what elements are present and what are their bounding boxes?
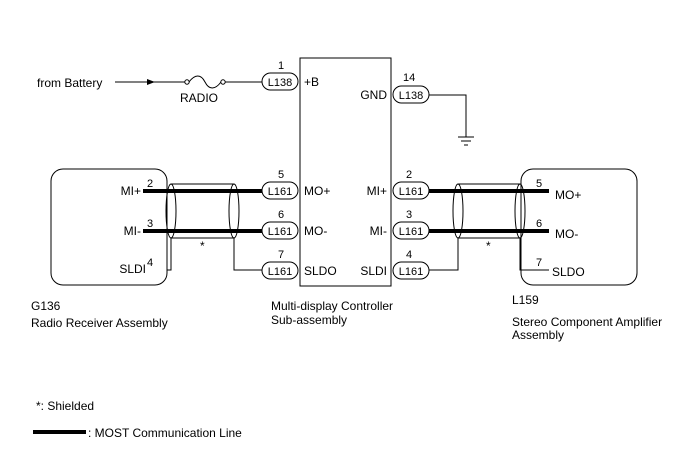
svg-text:6: 6 — [278, 209, 284, 221]
amp-name-line2: Assembly — [512, 328, 564, 342]
ground-icon — [429, 94, 474, 146]
controller-pin-5: 5 L161 MO+ — [261, 169, 330, 200]
controller-pin-1: 1 L138 +B — [261, 60, 319, 91]
amp-pin-num-5: 5 — [536, 178, 542, 190]
connector-label: L138 — [399, 90, 423, 102]
connector-label: L161 — [268, 226, 292, 238]
svg-text:3: 3 — [406, 209, 412, 221]
left-shield-mark: * — [200, 239, 205, 253]
legend-shielded: *: Shielded — [36, 399, 94, 413]
amp-pin-signal-mo-plus: MO+ — [555, 188, 581, 202]
radio-code: G136 — [31, 299, 61, 313]
amp-pin-signal-sldo: SLDO — [552, 265, 585, 279]
signal-label: GND — [360, 88, 387, 102]
legend-most-line: : MOST Communication Line — [88, 426, 242, 440]
svg-text:14: 14 — [403, 72, 415, 84]
controller-pin-3: 3 L161 MI- — [370, 209, 430, 240]
radio-pin-signal-mi-plus: MI+ — [121, 184, 141, 198]
svg-text:1: 1 — [278, 60, 284, 72]
amplifier-box — [520, 168, 638, 286]
svg-text:5: 5 — [278, 169, 284, 181]
svg-text:2: 2 — [406, 169, 412, 181]
svg-text:4: 4 — [406, 249, 412, 261]
signal-label: +B — [304, 75, 319, 89]
connector-label: L161 — [268, 266, 292, 278]
radio-pin-num-3: 3 — [147, 218, 153, 230]
left-shield-icon — [165, 183, 262, 271]
signal-label: MI+ — [367, 184, 387, 198]
signal-label: MI- — [370, 224, 387, 238]
amp-pin-num-6: 6 — [536, 218, 542, 230]
controller-pin-7: 7 L161 SLDO — [261, 249, 337, 280]
signal-label: MO- — [304, 224, 327, 238]
connector-label: L161 — [399, 226, 423, 238]
signal-label: SLDI — [360, 264, 387, 278]
radio-pin-signal-sldi: SLDI — [119, 262, 146, 276]
controller-pin-2: 2 L161 MI+ — [367, 169, 430, 200]
right-shield-icon — [429, 183, 549, 271]
radio-name: Radio Receiver Assembly — [31, 316, 168, 330]
controller-name-line2: Sub-assembly — [271, 313, 347, 327]
controller-pin-4: 4 L161 SLDI — [360, 249, 430, 280]
fuse-icon — [184, 75, 226, 89]
signal-label: SLDO — [304, 264, 337, 278]
from-battery-label: from Battery — [37, 76, 102, 90]
amp-pin-signal-mo-minus: MO- — [555, 227, 578, 241]
connector-label: L161 — [268, 186, 292, 198]
svg-text:7: 7 — [278, 249, 284, 261]
amp-name-line1: Stereo Component Amplifier — [512, 315, 662, 329]
signal-label: MO+ — [304, 184, 330, 198]
connector-label: L138 — [268, 77, 292, 89]
amp-code: L159 — [512, 293, 539, 307]
controller-name-line1: Multi-display Controller — [271, 299, 393, 313]
connector-label: L161 — [399, 186, 423, 198]
multi-display-controller-box — [299, 57, 392, 287]
radio-pin-num-2: 2 — [147, 178, 153, 190]
radio-pin-num-4: 4 — [147, 257, 153, 269]
battery-arrow-icon — [147, 79, 155, 85]
controller-pin-14: 14 L138 GND — [360, 72, 430, 104]
amp-pin-num-7: 7 — [536, 257, 542, 269]
radio-pin-signal-mi-minus: MI- — [124, 224, 141, 238]
fuse-label: RADIO — [180, 91, 218, 105]
connector-label: L161 — [399, 266, 423, 278]
right-shield-mark: * — [486, 239, 491, 253]
